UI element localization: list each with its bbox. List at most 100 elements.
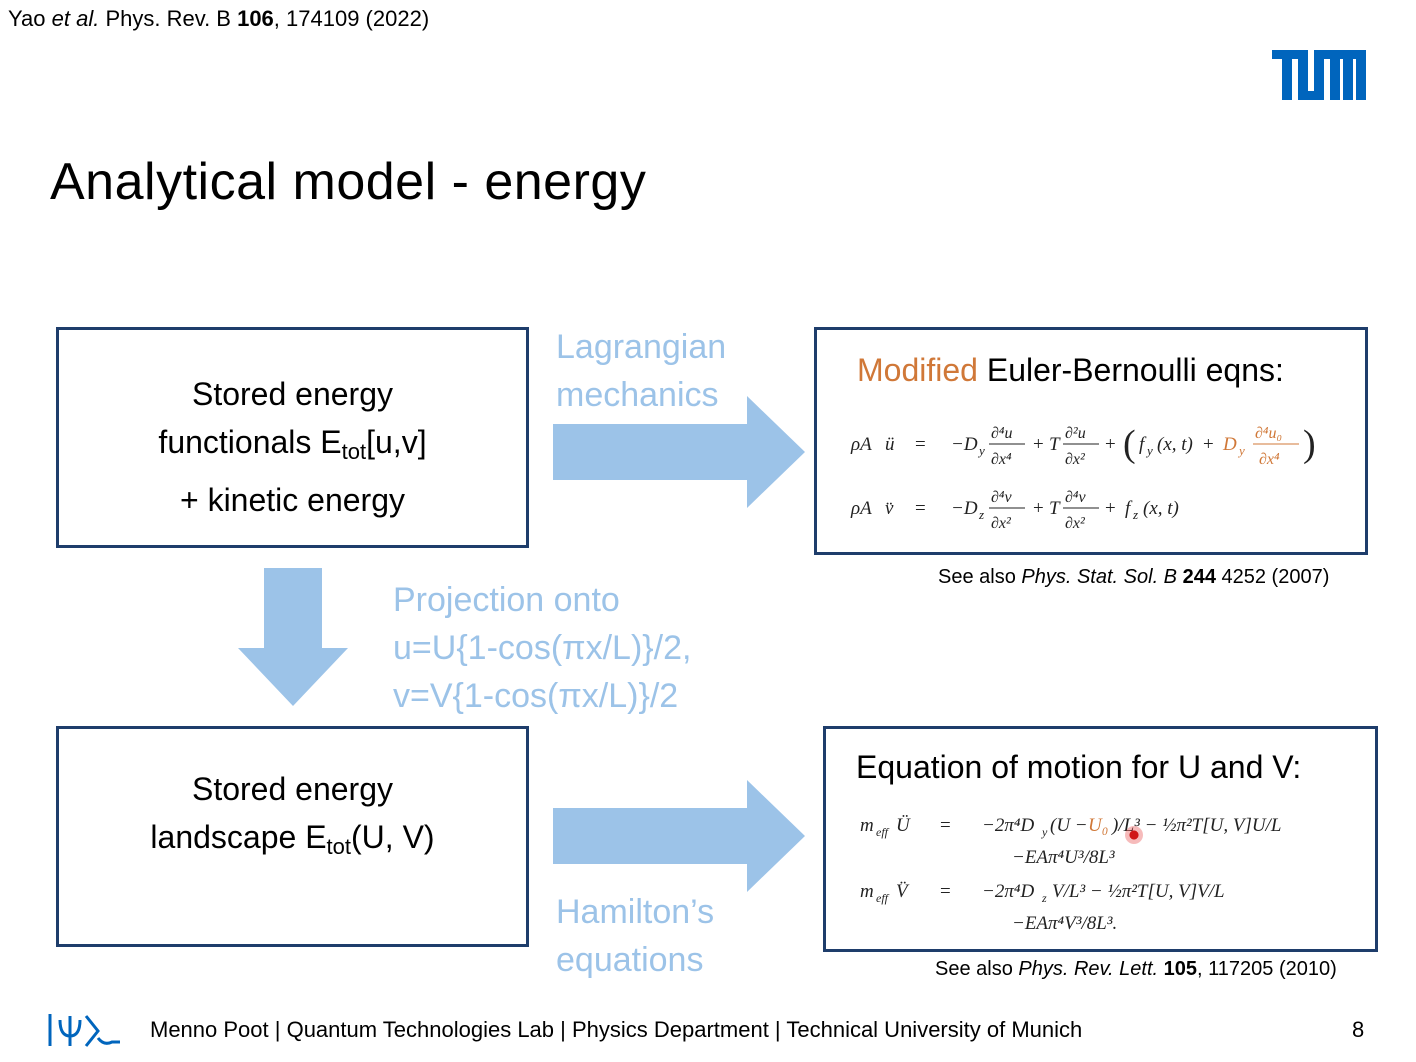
svg-text:D: D: [1222, 434, 1237, 455]
slide-title: Analytical model - energy: [50, 153, 647, 211]
svg-text:+: +: [1033, 434, 1044, 455]
ref-journal: Phys. Rev. Lett.: [1018, 958, 1164, 980]
svg-text:∂x²: ∂x²: [991, 515, 1012, 532]
svg-text:(U −: (U −: [1050, 815, 1088, 836]
svg-text:(: (: [1123, 423, 1136, 465]
svg-text:eff: eff: [876, 891, 890, 905]
citation-journal: Phys. Rev. B: [99, 6, 238, 31]
svg-text:z: z: [1041, 891, 1047, 905]
svg-text:∂x²: ∂x²: [1065, 515, 1086, 532]
ref-prefix: See also: [935, 958, 1019, 980]
box-line: + kinetic energy: [179, 482, 405, 518]
svg-text:∂x⁴: ∂x⁴: [1259, 451, 1280, 468]
svg-text:eff: eff: [876, 825, 890, 839]
svg-text:ρA: ρA: [850, 498, 872, 519]
box-line-text: [u,v]: [366, 424, 427, 460]
svg-text:y: y: [1041, 825, 1048, 839]
subscript: tot: [326, 834, 352, 859]
stored-energy-functionals-text: Stored energy functionals Etot[u,v] + ki…: [59, 370, 526, 524]
top-citation: Yao et al. Phys. Rev. B 106, 174109 (202…: [8, 6, 429, 32]
svg-text:): ): [1303, 423, 1316, 465]
ref-volume: 244: [1182, 566, 1216, 588]
svg-text:m: m: [860, 881, 874, 902]
svg-text:∂⁴u₀: ∂⁴u₀: [1255, 425, 1282, 442]
stored-energy-landscape-text: Stored energy landscape Etot(U, V): [59, 765, 526, 871]
svg-text:v̈: v̈: [885, 498, 894, 519]
svg-text:U₀: U₀: [1088, 815, 1108, 836]
svg-text:+: +: [1203, 434, 1214, 455]
arrow-label-line: Projection onto: [393, 581, 620, 619]
svg-text:=: =: [940, 881, 951, 902]
svg-text:−D: −D: [951, 434, 978, 455]
arrow-right-icon: [553, 396, 805, 508]
stored-energy-landscape-box: Stored energy landscape Etot(U, V): [56, 726, 529, 947]
ref-rest: 4252 (2007): [1215, 566, 1330, 588]
svg-text:V̈: V̈: [896, 881, 910, 902]
svg-text:f: f: [1125, 498, 1133, 519]
pointer-dot: [1125, 826, 1143, 844]
svg-text:(x, t): (x, t): [1157, 434, 1193, 455]
svg-text:−EAπ⁴U³/8L³: −EAπ⁴U³/8L³: [1012, 847, 1115, 868]
citation-prefix: Yao: [8, 6, 52, 31]
svg-text:+: +: [1105, 434, 1116, 455]
box-line: functionals Etot[u,v]: [59, 418, 526, 476]
svg-text:y: y: [1237, 443, 1245, 458]
subscript: tot: [341, 439, 367, 464]
ref-journal: Phys. Stat. Sol. B: [1021, 566, 1183, 588]
reference-eom: See also Phys. Rev. Lett. 105, 117205 (2…: [935, 958, 1337, 981]
svg-text:=: =: [915, 434, 926, 455]
box-line: landscape Etot(U, V): [59, 813, 526, 871]
svg-text:T: T: [1049, 434, 1061, 455]
arrow-label-line: v=V{1-cos(πx/L)}/2: [393, 677, 679, 715]
svg-text:∂x⁴: ∂x⁴: [991, 451, 1012, 468]
ref-prefix: See also: [938, 566, 1022, 588]
arrow-right-icon: [553, 780, 805, 892]
svg-text:y: y: [1145, 443, 1153, 458]
modified-highlight: Modified: [857, 352, 978, 388]
citation-volume: 106: [237, 6, 274, 31]
svg-text:y: y: [977, 443, 985, 458]
box-line-text: functionals E: [158, 424, 342, 460]
svg-text:z: z: [978, 507, 984, 522]
footer-text: Menno Poot | Quantum Technologies Lab | …: [150, 1017, 1083, 1042]
box-line-text: (U, V): [351, 819, 435, 855]
citation-rest: , 174109 (2022): [273, 6, 430, 31]
svg-text:∂x²: ∂x²: [1065, 451, 1086, 468]
euler-bernoulli-heading: Modified Euler-Bernoulli eqns:: [857, 352, 1284, 389]
svg-text:−2π⁴D: −2π⁴D: [982, 815, 1034, 836]
svg-text:m: m: [860, 815, 874, 836]
svg-text:ü: ü: [885, 434, 895, 455]
svg-text:∂⁴v: ∂⁴v: [991, 489, 1012, 506]
svg-text:=: =: [940, 815, 951, 836]
tum-logo-icon: [1272, 50, 1366, 100]
svg-text:−D: −D: [951, 498, 978, 519]
citation-etal: et al.: [51, 6, 100, 31]
arrow-label-line: u=U{1-cos(πx/L)}/2,: [393, 629, 692, 667]
projection-label: Projection onto u=U{1-cos(πx/L)}/2, v=V{…: [393, 576, 691, 720]
svg-text:−EAπ⁴V³/8L³.: −EAπ⁴V³/8L³.: [1012, 913, 1117, 934]
arrow-label-line: equations: [556, 941, 704, 979]
box-line: Stored energy: [191, 771, 393, 807]
ref-rest: , 117205 (2010): [1197, 958, 1337, 980]
arrow-label-line: Hamilton’s: [556, 893, 715, 931]
svg-text:V/L³ − ½π²T[U, V]V/L: V/L³ − ½π²T[U, V]V/L: [1052, 881, 1225, 902]
arrow-label-line: Lagrangian: [556, 328, 727, 366]
hamilton-equations-label: Hamilton’s equations: [556, 888, 714, 984]
svg-text:)/L³ − ½π²T[U, V]U/L: )/L³ − ½π²T[U, V]U/L: [1111, 815, 1281, 836]
svg-text:T: T: [1049, 498, 1061, 519]
ref-volume: 105: [1163, 958, 1198, 980]
equation-of-motion-heading: Equation of motion for U and V:: [856, 749, 1302, 785]
svg-text:∂⁴u: ∂⁴u: [991, 425, 1012, 442]
svg-text:∂²u: ∂²u: [1065, 425, 1086, 442]
svg-text:∂⁴v: ∂⁴v: [1065, 489, 1086, 506]
box-line: Stored energy: [191, 376, 393, 412]
svg-text:f: f: [1139, 434, 1147, 455]
svg-text:Ü: Ü: [896, 815, 911, 836]
stored-energy-functionals-box: Stored energy functionals Etot[u,v] + ki…: [56, 327, 529, 548]
svg-text:+: +: [1105, 498, 1116, 519]
svg-text:=: =: [915, 498, 926, 519]
svg-text:ρA: ρA: [850, 434, 872, 455]
